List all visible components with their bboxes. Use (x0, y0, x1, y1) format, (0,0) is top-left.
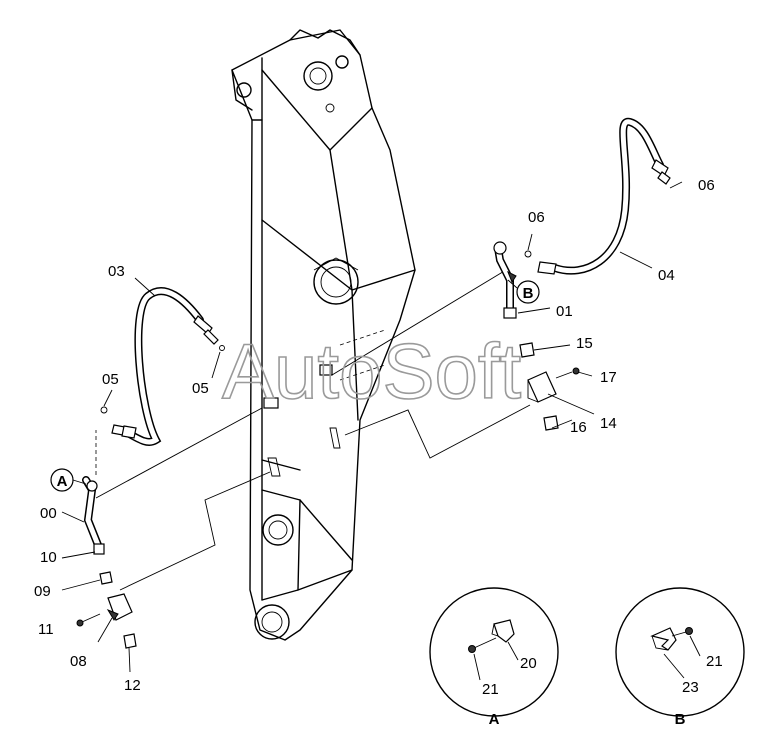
detail-a-title: A (489, 711, 500, 728)
label-01: 01 (556, 303, 573, 320)
label-15: 15 (576, 335, 593, 352)
label-11: 11 (38, 621, 54, 638)
label-12: 12 (124, 677, 141, 694)
label-00: 00 (40, 505, 57, 522)
label-10: 10 (40, 549, 57, 566)
detail-view-a: A (429, 587, 559, 728)
label-05-upper: 05 (192, 380, 209, 397)
label-09: 09 (34, 583, 51, 600)
label-23: 23 (682, 679, 699, 696)
left-hose-assembly (76, 287, 225, 649)
part-labels: 03 05 05 00 10 09 11 08 12 06 06 04 01 1… (34, 177, 723, 698)
boom-arm (231, 29, 416, 641)
label-17: 17 (600, 369, 617, 386)
label-06-upper: 06 (698, 177, 715, 194)
label-21-detail-a: 21 (482, 681, 499, 698)
routing-lines (95, 269, 531, 591)
detail-b-title: B (675, 711, 686, 728)
callout-a-text: A (57, 473, 68, 490)
right-hose-assembly (493, 117, 683, 431)
detail-view-b: B (615, 587, 745, 728)
label-14: 14 (600, 415, 617, 432)
label-20: 20 (520, 655, 537, 672)
label-06-lower: 06 (528, 209, 545, 226)
label-08: 08 (70, 653, 87, 670)
callout-marker-a: A (50, 468, 87, 492)
callout-b-text: B (523, 285, 534, 302)
label-leaders (61, 233, 653, 673)
label-05-lower: 05 (102, 371, 119, 388)
watermark: AutoSoft (222, 327, 522, 415)
label-03: 03 (108, 263, 125, 280)
label-04: 04 (658, 267, 675, 284)
label-21-detail-b: 21 (706, 653, 723, 670)
callout-marker-b: B (507, 279, 540, 304)
label-16: 16 (570, 419, 587, 436)
